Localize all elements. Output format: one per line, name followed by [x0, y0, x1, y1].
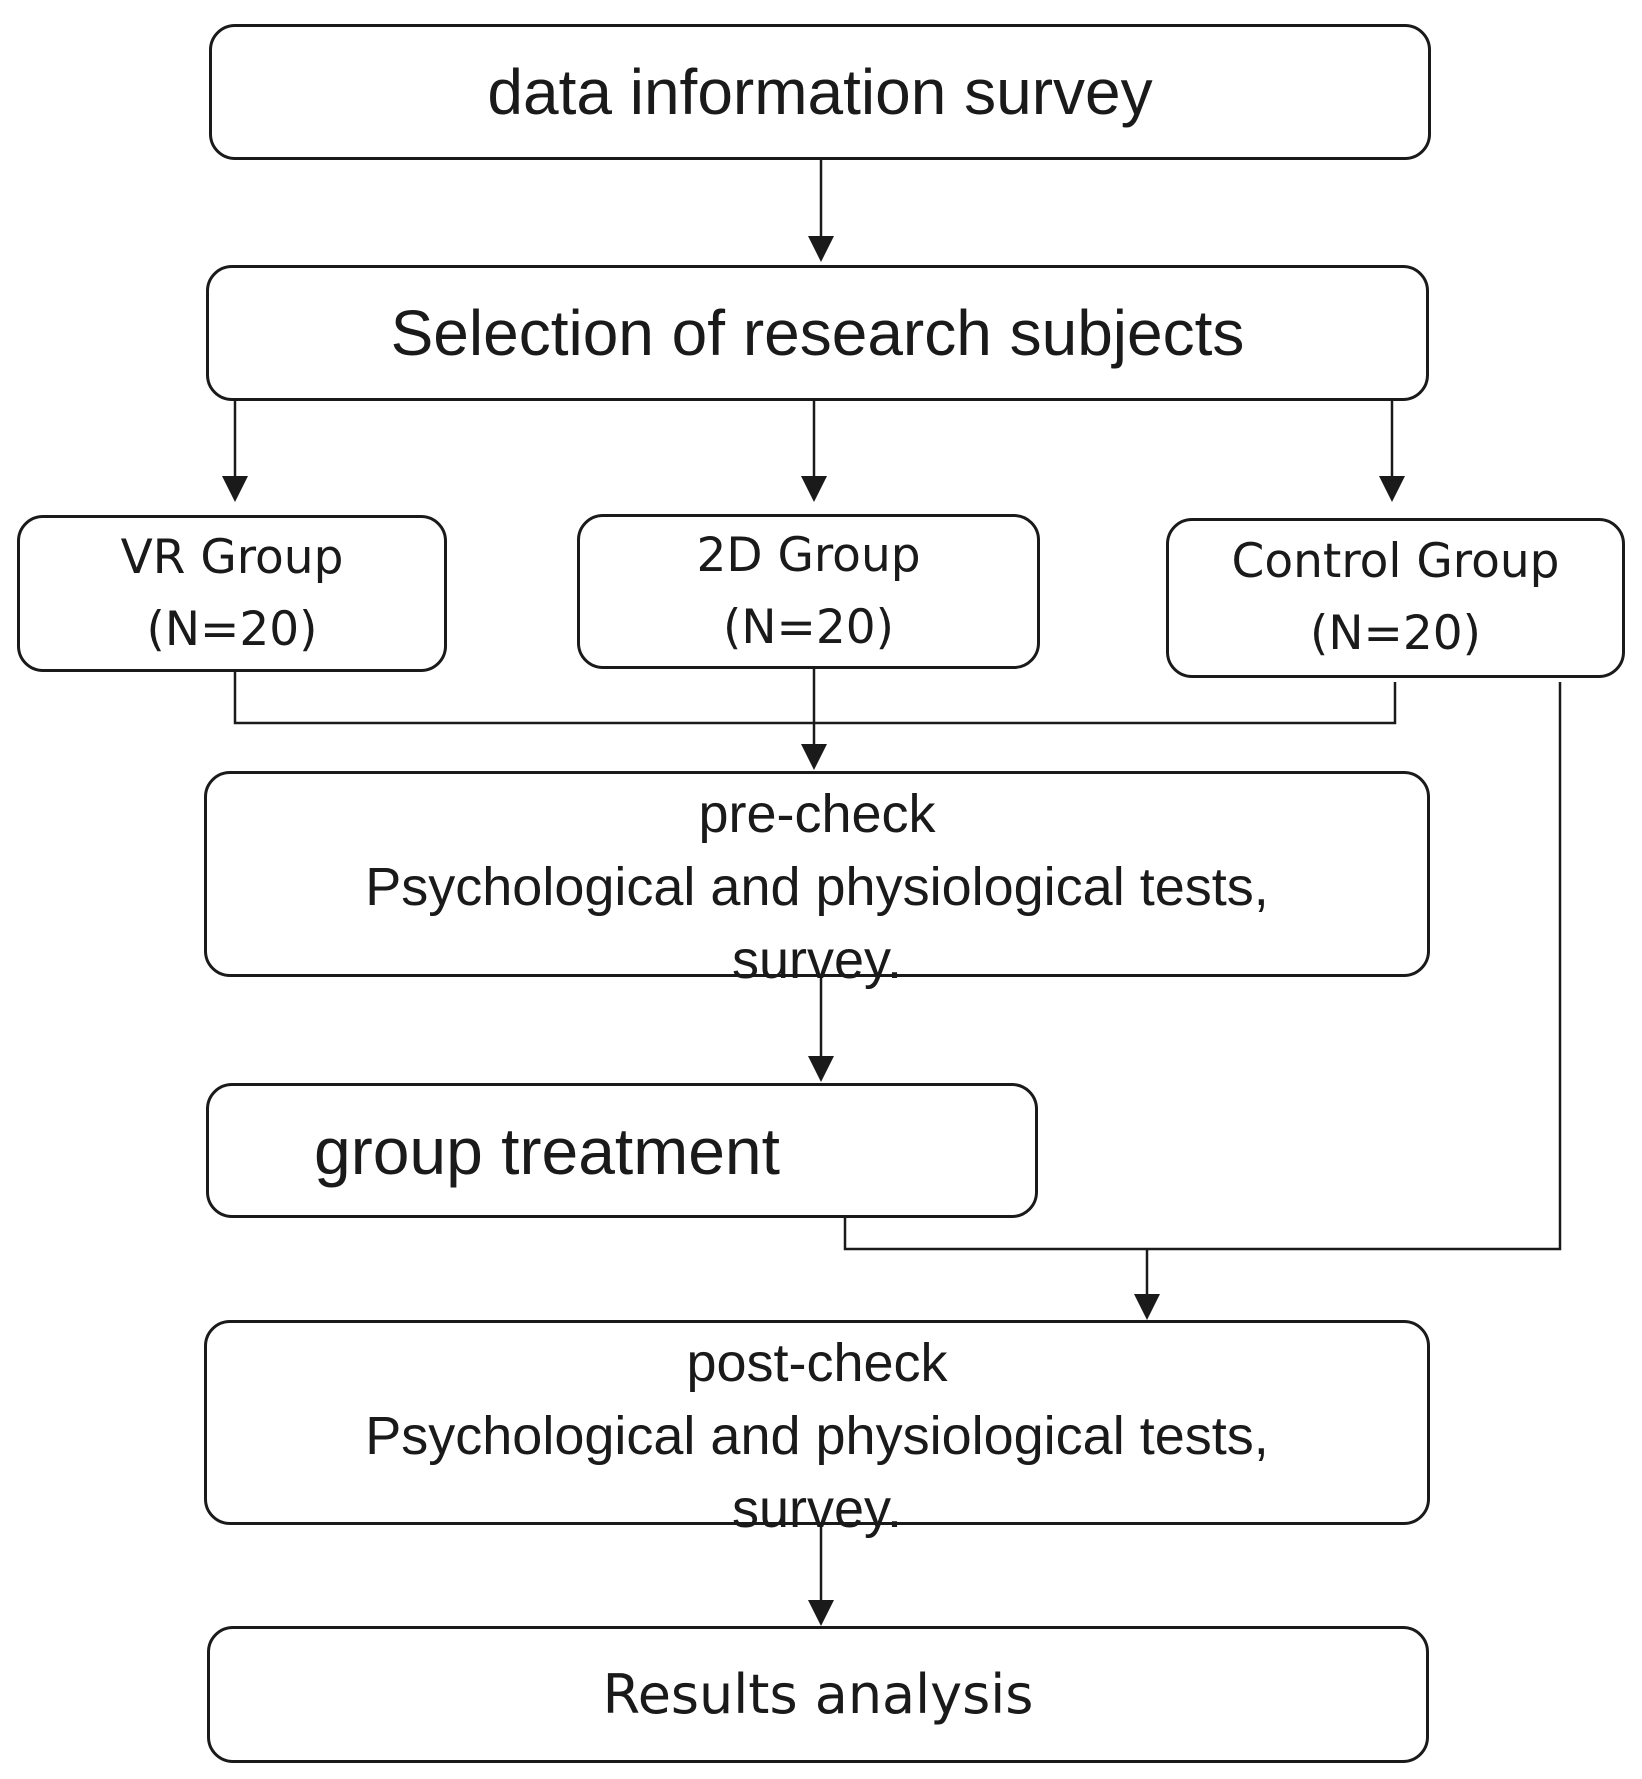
post-check-line1: Psychological and physiological tests,	[365, 1406, 1269, 1466]
node-vr-group: VR Group (N=20)	[17, 515, 447, 672]
node-data-information-survey-label: data information survey	[487, 56, 1153, 128]
node-group-treatment: group treatment	[206, 1083, 1038, 1218]
node-control-group: Control Group (N=20)	[1166, 518, 1625, 678]
arrowhead-precheck	[801, 744, 827, 770]
vr-group-label: VR Group	[120, 529, 344, 585]
control-group-label: Control Group	[1231, 534, 1560, 589]
node-pre-check: pre-check Psychological and physiologica…	[204, 771, 1430, 990]
node-2d-group: 2D Group (N=20)	[577, 514, 1040, 669]
arrowhead-2d-group	[801, 476, 827, 502]
node-selection-label: Selection of research subjects	[390, 297, 1245, 369]
node-data-information-survey: data information survey	[209, 24, 1431, 160]
2d-group-label: 2D Group	[696, 527, 921, 583]
arrowhead-vr-group	[222, 476, 248, 502]
connector-control-bypass	[843, 682, 1562, 1251]
control-group-count: (N=20)	[1309, 606, 1482, 661]
pre-check-title: pre-check	[698, 784, 936, 844]
post-check-title: post-check	[686, 1333, 948, 1393]
group-treatment-label: group treatment	[314, 1113, 780, 1188]
node-post-check: post-check Psychological and physiologic…	[204, 1320, 1430, 1539]
post-check-line2: survey.	[731, 1479, 903, 1539]
node-selection-of-research-subjects: Selection of research subjects	[206, 265, 1429, 401]
arrowhead-postcheck	[1134, 1294, 1160, 1320]
vr-group-count: (N=20)	[146, 601, 318, 657]
node-results-analysis: Results analysis	[207, 1626, 1429, 1763]
pre-check-line1: Psychological and physiological tests,	[365, 857, 1269, 917]
results-analysis-label: Results analysis	[602, 1662, 1034, 1726]
arrowhead-control-group	[1379, 476, 1405, 502]
pre-check-line2: survey.	[731, 930, 903, 990]
2d-group-count: (N=20)	[722, 599, 895, 655]
arrowhead-treatment	[808, 1056, 834, 1082]
arrowhead-selection	[808, 236, 834, 262]
arrowhead-results	[808, 1600, 834, 1626]
